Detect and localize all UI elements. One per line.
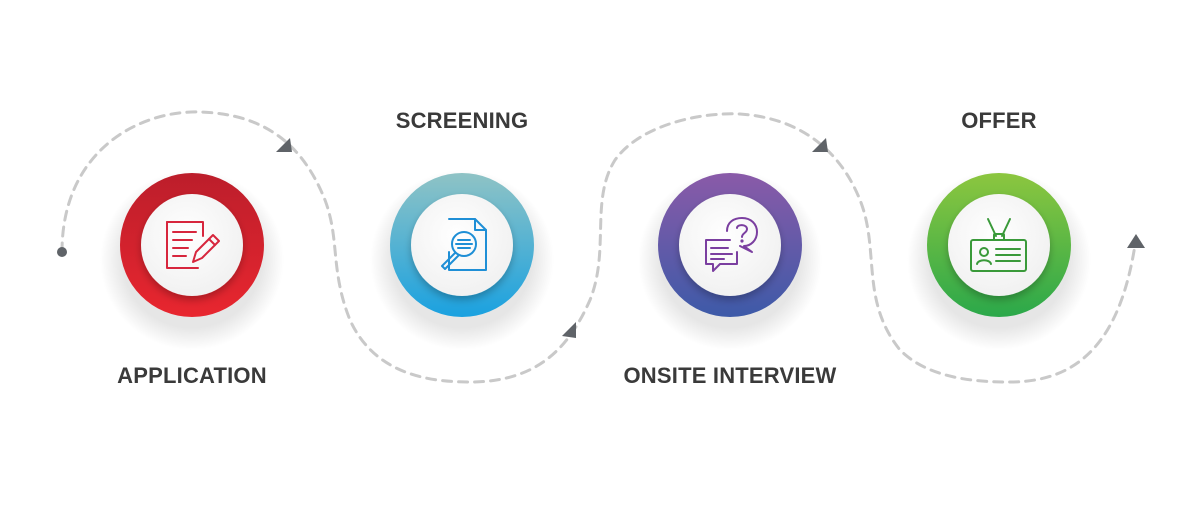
- arrow-head-icon: [276, 138, 292, 152]
- step-onsite-interview: [638, 170, 822, 350]
- document-magnifier-icon: [441, 218, 487, 271]
- step-screening: [370, 170, 554, 350]
- step-application: [100, 170, 284, 350]
- arrow-head-icon: [562, 322, 576, 338]
- arrow-head-icon: [812, 138, 828, 152]
- step-label-offer: OFFER: [961, 108, 1037, 133]
- step-label-onsite-interview: ONSITE INTERVIEW: [623, 363, 837, 388]
- start-dot: [57, 247, 67, 257]
- id-badge-icon: [970, 218, 1027, 272]
- step-offer: [907, 170, 1091, 350]
- arrow-head-icon: [1127, 234, 1145, 248]
- chat-bubbles-question-icon: [705, 217, 758, 272]
- application-form-pen-icon: [166, 221, 220, 269]
- step-label-application: APPLICATION: [117, 363, 267, 388]
- step-label-screening: SCREENING: [395, 108, 529, 133]
